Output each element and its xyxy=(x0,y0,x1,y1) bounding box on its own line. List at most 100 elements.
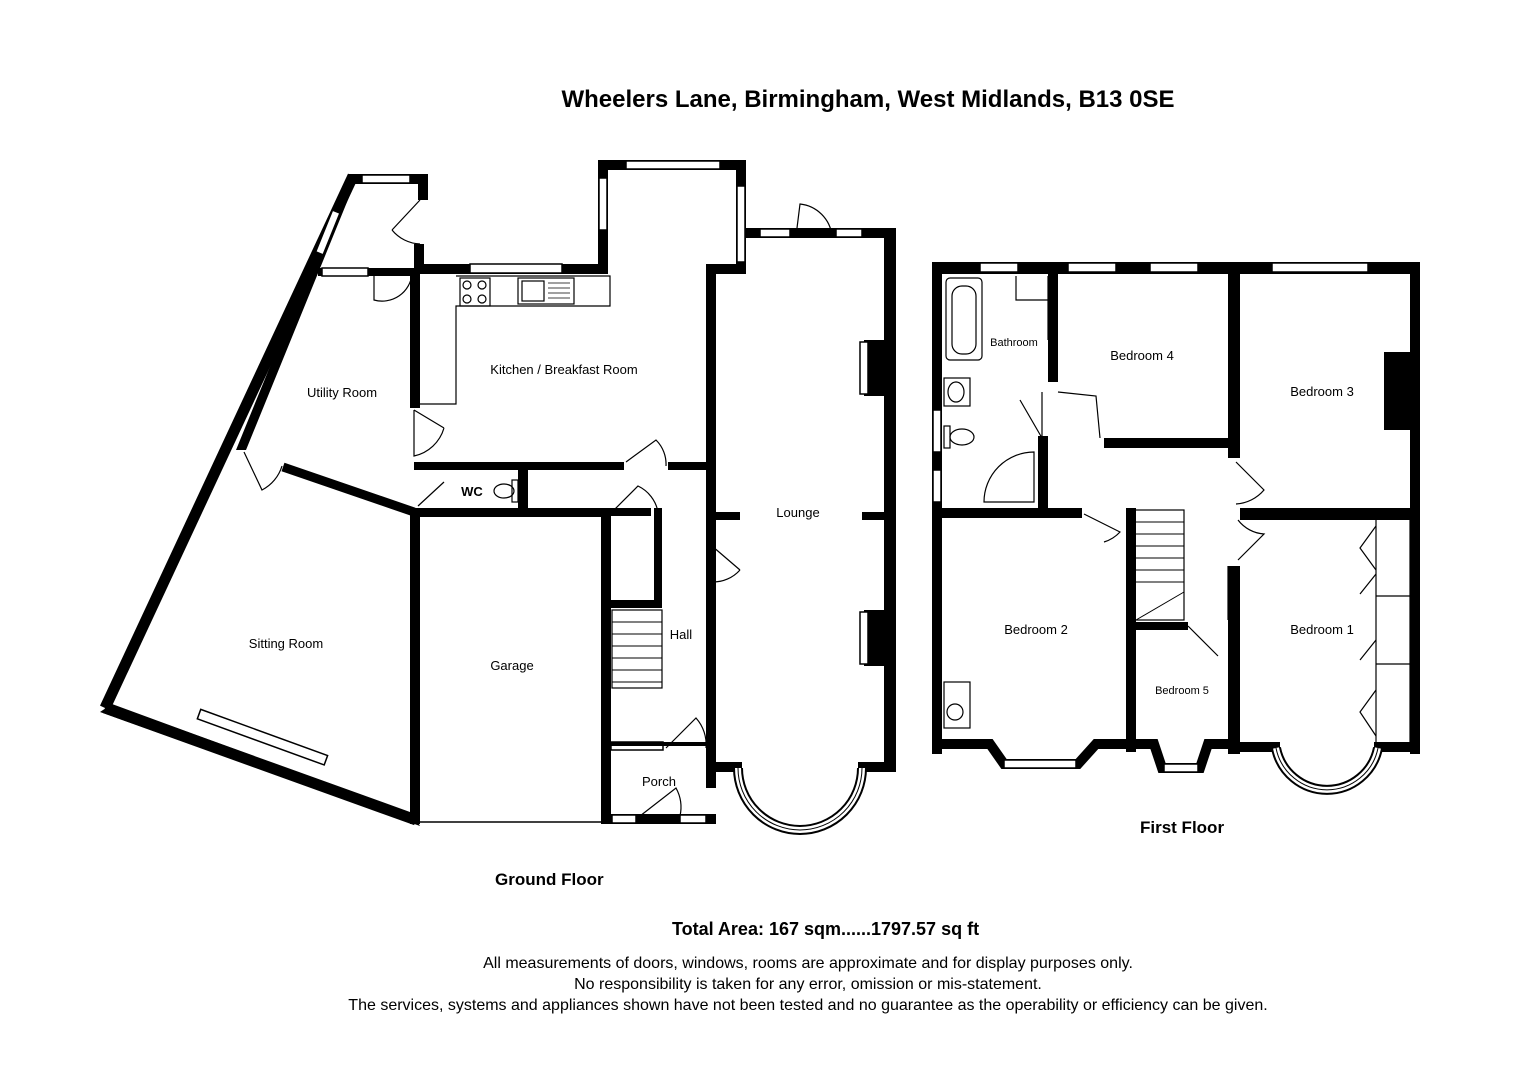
ff-left-wall xyxy=(932,262,942,754)
utility-kitchen-wall xyxy=(410,268,420,408)
bay-window-top xyxy=(625,160,721,170)
garage-top-wall xyxy=(414,508,610,517)
room-label-bedroom1: Bedroom 1 xyxy=(1290,622,1354,637)
porch-window-left xyxy=(611,814,637,824)
lounge-bay-wall-left xyxy=(706,762,742,772)
porch-top-wall xyxy=(611,742,706,746)
utility-window-side xyxy=(314,209,341,256)
bedroom4-window-left xyxy=(1067,262,1117,273)
lounge-chimney-top xyxy=(864,340,884,396)
sitting-room-front-wall xyxy=(103,702,418,826)
lounge-divider-left xyxy=(712,512,740,520)
first-floor-label: First Floor xyxy=(1140,818,1225,837)
bedroom1-wardrobe xyxy=(1375,517,1411,745)
hall-cupboard-bottom xyxy=(611,600,661,608)
lounge-right-wall xyxy=(884,228,896,772)
ff-toilet-cistern xyxy=(943,425,951,449)
utility-kitchen-door xyxy=(413,409,445,457)
lounge-chimney-bottom xyxy=(864,610,884,666)
bathroom-bedroom4-wall xyxy=(1048,262,1058,382)
sitting-room-window xyxy=(196,708,329,766)
hall-lounge-door xyxy=(711,545,741,583)
bedroom5-door xyxy=(1187,566,1229,657)
room-label-lounge: Lounge xyxy=(776,505,819,520)
ground-floor-label: Ground Floor xyxy=(495,870,604,889)
bathroom-cupboard xyxy=(1015,276,1049,340)
lounge-top-wall xyxy=(746,228,896,238)
staircase-ground xyxy=(611,609,663,689)
utility-wall-b xyxy=(414,244,424,274)
porch-door xyxy=(639,787,682,817)
kitchen-worktop xyxy=(420,275,611,405)
bedroom5-bay-window xyxy=(1163,763,1199,773)
wardrobe-doors xyxy=(1359,525,1377,737)
lounge-bay-window-line xyxy=(737,767,863,831)
garage-left-wall xyxy=(410,512,420,824)
disclaimer-line-1: All measurements of doors, windows, room… xyxy=(483,955,1133,972)
room-label-bedroom3: Bedroom 3 xyxy=(1290,384,1354,399)
bathroom-landing-wall xyxy=(1038,436,1048,514)
room-label-bathroom: Bathroom xyxy=(990,337,1038,349)
bedroom3-left-wall xyxy=(1228,262,1240,458)
sink-icon xyxy=(517,277,575,305)
sitting-room-diagonal-wall xyxy=(100,173,358,711)
bedroom2-bay-window xyxy=(1003,759,1077,769)
utility-wall-a xyxy=(418,174,428,200)
bathroom-side-window-a xyxy=(932,409,942,453)
room-label-wc: WC xyxy=(461,484,483,499)
porch-window-right xyxy=(679,814,707,824)
utility-window-top xyxy=(361,174,411,184)
lounge-patio-door xyxy=(795,203,833,237)
lounge-bay-window-glass xyxy=(735,767,865,833)
first-floor-plan: Bathroom Bedroom 4 Bedroom 3 Bedroom 2 B… xyxy=(932,262,1420,795)
wc-cistern xyxy=(511,479,519,503)
hall-cupboard-wall xyxy=(654,508,662,608)
ff-right-wall xyxy=(1410,262,1420,754)
bedroom3-door xyxy=(1235,461,1265,505)
utility-inner-door-swing xyxy=(373,273,413,302)
ground-floor-plan: Utility Room Kitchen / Breakfast Room Lo… xyxy=(100,160,896,835)
sitting-door-swing xyxy=(243,451,283,491)
bedroom4-window-right xyxy=(1149,262,1199,273)
bay-window-left xyxy=(598,177,608,231)
bedroom1-bay-left xyxy=(1240,742,1280,752)
bedroom2-top-wall xyxy=(942,508,1082,518)
room-label-hall: Hall xyxy=(670,627,693,642)
bedroom1-door xyxy=(1237,519,1266,561)
kitchen-lounge-wall xyxy=(706,264,716,788)
wc-wall xyxy=(518,468,528,512)
bath-icon xyxy=(945,277,983,361)
fireplace-top xyxy=(859,341,869,395)
bedroom1-bay-right xyxy=(1374,742,1420,752)
disclaimer-line-2: No responsibility is taken for any error… xyxy=(574,976,1042,993)
porch-inner-door xyxy=(665,717,707,749)
bedroom5-top-wall xyxy=(1134,622,1188,630)
bathroom-side-window-b xyxy=(932,469,942,503)
bedroom4-bottom-wall xyxy=(1104,438,1230,448)
utility-window-inner xyxy=(321,267,369,277)
room-label-utility: Utility Room xyxy=(307,385,377,400)
bedroom2-right-wall xyxy=(1126,508,1136,752)
toilet-icon xyxy=(493,483,515,499)
bedroom4-door xyxy=(1057,391,1101,439)
bedroom3-window xyxy=(1271,262,1369,273)
bedroom2-door xyxy=(1083,513,1121,543)
hob-icon xyxy=(459,277,491,307)
room-label-porch: Porch xyxy=(642,774,676,789)
sitting-room-rear-wall xyxy=(281,462,416,517)
bedroom2-basin xyxy=(943,681,971,729)
fireplace-bottom xyxy=(859,611,869,665)
kitchen-bottom-wall xyxy=(414,462,624,470)
shower-icon xyxy=(983,451,1035,503)
room-label-bedroom4: Bedroom 4 xyxy=(1110,348,1174,363)
lounge-bay-window-wall xyxy=(733,767,867,835)
page-title: Wheelers Lane, Birmingham, West Midlands… xyxy=(561,86,1175,113)
bathroom-window xyxy=(979,262,1019,273)
kitchen-window xyxy=(469,263,563,274)
lounge-divider-right xyxy=(862,512,888,520)
garage-right-wall xyxy=(601,508,611,824)
bedroom3-bottom-wall xyxy=(1240,508,1410,520)
room-label-bedroom5: Bedroom 5 xyxy=(1155,685,1209,697)
bathroom-door xyxy=(1019,392,1043,439)
